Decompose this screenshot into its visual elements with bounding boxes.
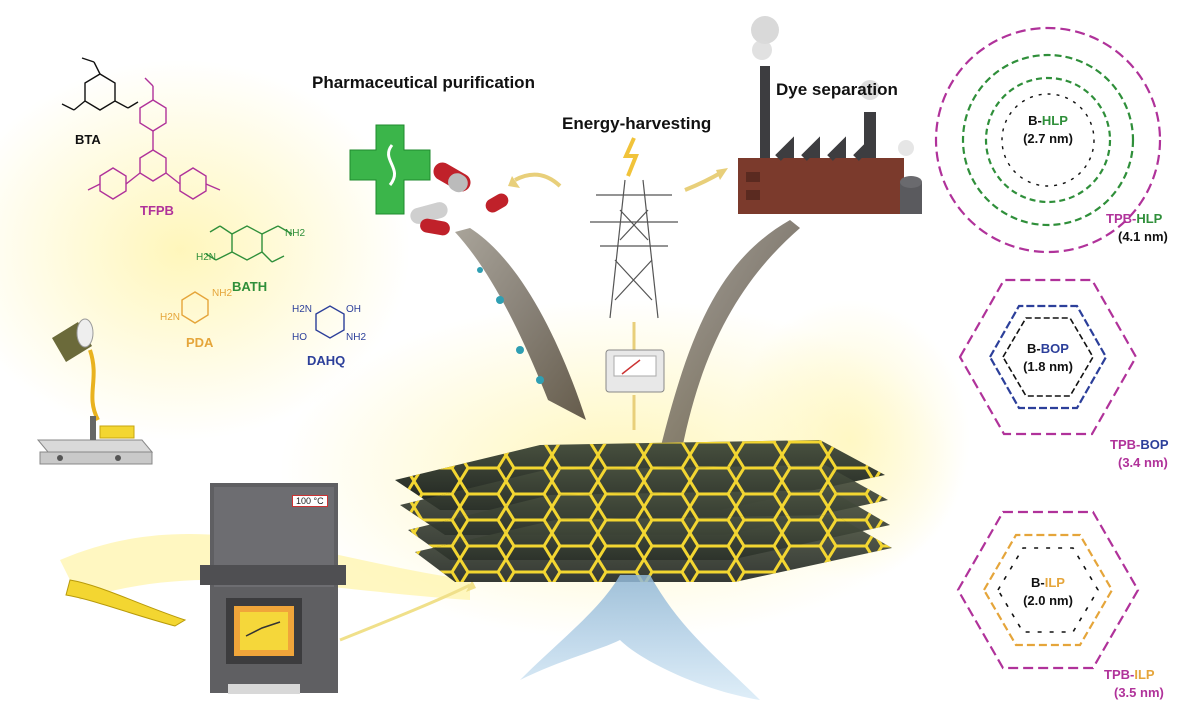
label-tpb-ilp-suffix: ILP xyxy=(1134,667,1155,682)
label-tpb-bop: TPB-BOP (3.4 nm) xyxy=(1110,436,1190,472)
pore-ilp xyxy=(956,510,1140,670)
dahq-structure xyxy=(315,305,345,339)
stream-left xyxy=(455,228,586,420)
label-pharmaceutical-purification: Pharmaceutical purification xyxy=(312,73,535,92)
label-tfpb: TFPB xyxy=(140,203,174,218)
oven-temperature-label: 100 °C xyxy=(292,495,328,507)
bath-structure xyxy=(205,225,293,263)
label-pda-nh2: NH2 xyxy=(212,288,233,299)
pharma-cross xyxy=(349,124,431,215)
label-b-ilp-suffix: ILP xyxy=(1044,575,1065,590)
label-b-bop-suffix: BOP xyxy=(1040,341,1069,356)
label-pda-h2n: H2N xyxy=(160,312,181,323)
label-b-bop: B-BOP (1.8 nm) xyxy=(1016,340,1080,376)
label-tpb-hlp: TPB-HLP (4.1 nm) xyxy=(1106,210,1186,246)
label-tpb-hlp-size: (4.1 nm) xyxy=(1118,229,1168,244)
label-tpb-ilp-prefix: TPB- xyxy=(1104,667,1135,682)
label-b-ilp: B-ILP (2.0 nm) xyxy=(1016,574,1080,610)
oven xyxy=(200,483,346,694)
stream-right xyxy=(660,220,800,460)
pore-bop xyxy=(958,278,1138,436)
label-dahq-nh2: NH2 xyxy=(346,332,367,343)
factory xyxy=(738,16,922,214)
label-tpb-ilp: TPB-ILP (3.5 nm) xyxy=(1104,666,1184,702)
label-b-bop-prefix: B- xyxy=(1027,341,1041,356)
label-b-hlp-prefix: B- xyxy=(1028,113,1042,128)
label-dahq-h2n: H2N xyxy=(292,304,313,315)
label-dahq-oh: OH xyxy=(346,304,361,315)
label-tpb-hlp-suffix: HLP xyxy=(1136,211,1163,226)
label-b-hlp: B-HLP (2.7 nm) xyxy=(1016,112,1080,148)
label-bath: BATH xyxy=(232,279,268,294)
pda-structure xyxy=(181,291,209,324)
label-b-bop-size: (1.8 nm) xyxy=(1023,359,1073,374)
voltmeter xyxy=(605,349,665,393)
label-dahq-ho: HO xyxy=(292,332,307,343)
label-dahq: DAHQ xyxy=(307,353,346,368)
pore-hlp xyxy=(934,26,1162,254)
label-b-ilp-prefix: B- xyxy=(1031,575,1045,590)
label-b-ilp-size: (2.0 nm) xyxy=(1023,593,1073,608)
power-tower xyxy=(590,179,678,319)
label-tpb-bop-size: (3.4 nm) xyxy=(1118,455,1168,470)
bta-structure xyxy=(61,57,139,111)
label-tpb-hlp-prefix: TPB- xyxy=(1106,211,1137,226)
water-splash xyxy=(520,575,760,700)
label-b-hlp-size: (2.7 nm) xyxy=(1023,131,1073,146)
arrow-to-pharma xyxy=(514,172,562,188)
blade-coater xyxy=(36,416,154,465)
label-energy-harvesting: Energy-harvesting xyxy=(562,114,712,133)
arrow-to-dye xyxy=(684,170,724,192)
label-tpb-bop-prefix: TPB- xyxy=(1110,437,1141,452)
label-bta: BTA xyxy=(75,132,101,147)
label-pda: PDA xyxy=(186,335,214,350)
label-bath-nh2: NH2 xyxy=(285,228,306,239)
label-dye-separation: Dye separation xyxy=(776,80,898,99)
label-tpb-ilp-size: (3.5 nm) xyxy=(1114,685,1164,700)
membrane-film xyxy=(65,579,187,627)
label-tpb-bop-suffix: BOP xyxy=(1140,437,1169,452)
membrane-stack xyxy=(395,440,892,582)
lightning-icon xyxy=(622,137,639,177)
tfpb-structure xyxy=(87,77,221,200)
glow-left xyxy=(0,60,410,440)
pouring-beaker xyxy=(52,318,100,421)
label-bath-h2n: H2N xyxy=(196,252,217,263)
pills xyxy=(410,162,509,236)
label-b-hlp-suffix: HLP xyxy=(1041,113,1068,128)
